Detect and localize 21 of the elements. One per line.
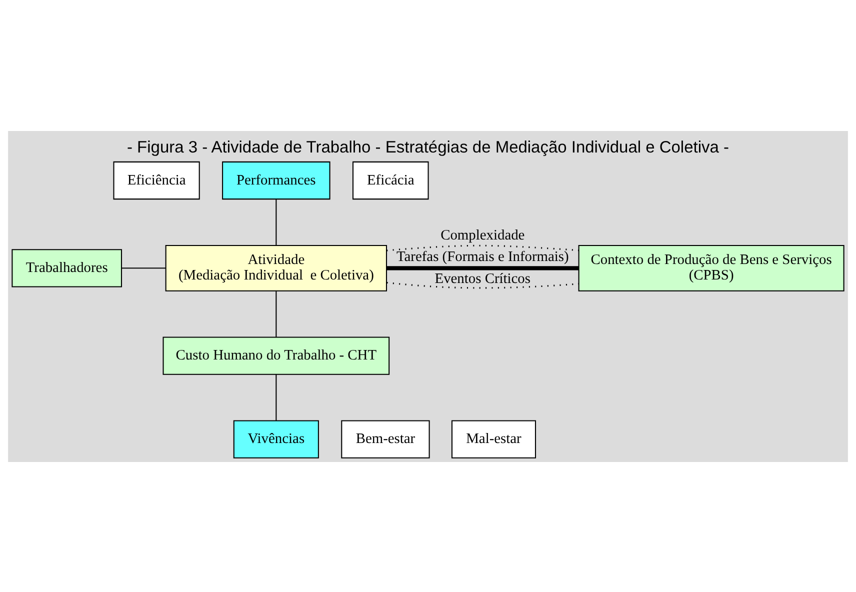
- connector: [122, 267, 166, 268]
- node-box: Trabalhadores: [12, 248, 122, 287]
- edge-label: Eventos Críticos: [434, 270, 531, 286]
- connector: [386, 244, 579, 251]
- node-box: Mal-estar: [451, 420, 536, 458]
- connector: [276, 374, 277, 420]
- connector: [386, 266, 579, 270]
- node-box: Eficácia: [352, 160, 429, 200]
- connector: [386, 281, 579, 288]
- connector: [276, 198, 277, 245]
- node-box: Vivências: [233, 420, 319, 458]
- node-box: Bem-estar: [341, 420, 430, 458]
- edge-label: Tarefas (Formais e Informais): [396, 248, 569, 265]
- node-box: Eficiência: [113, 160, 200, 200]
- node-box: Performances: [222, 160, 330, 200]
- node-box: Custo Humano do Trabalho - CHT: [162, 336, 390, 374]
- diagram-title: - Figura 3 - Atividade de Trabalho - Estratégias de Mediação Individual e Coletiva -: [126, 138, 730, 156]
- node-box: Contexto de Produção de Bens e Serviços (CPBS): [578, 244, 844, 291]
- connector: [276, 290, 277, 337]
- edge-label: Complexidade: [440, 226, 525, 243]
- node-box: Atividade (Mediação Individual e Coletiva): [165, 244, 387, 291]
